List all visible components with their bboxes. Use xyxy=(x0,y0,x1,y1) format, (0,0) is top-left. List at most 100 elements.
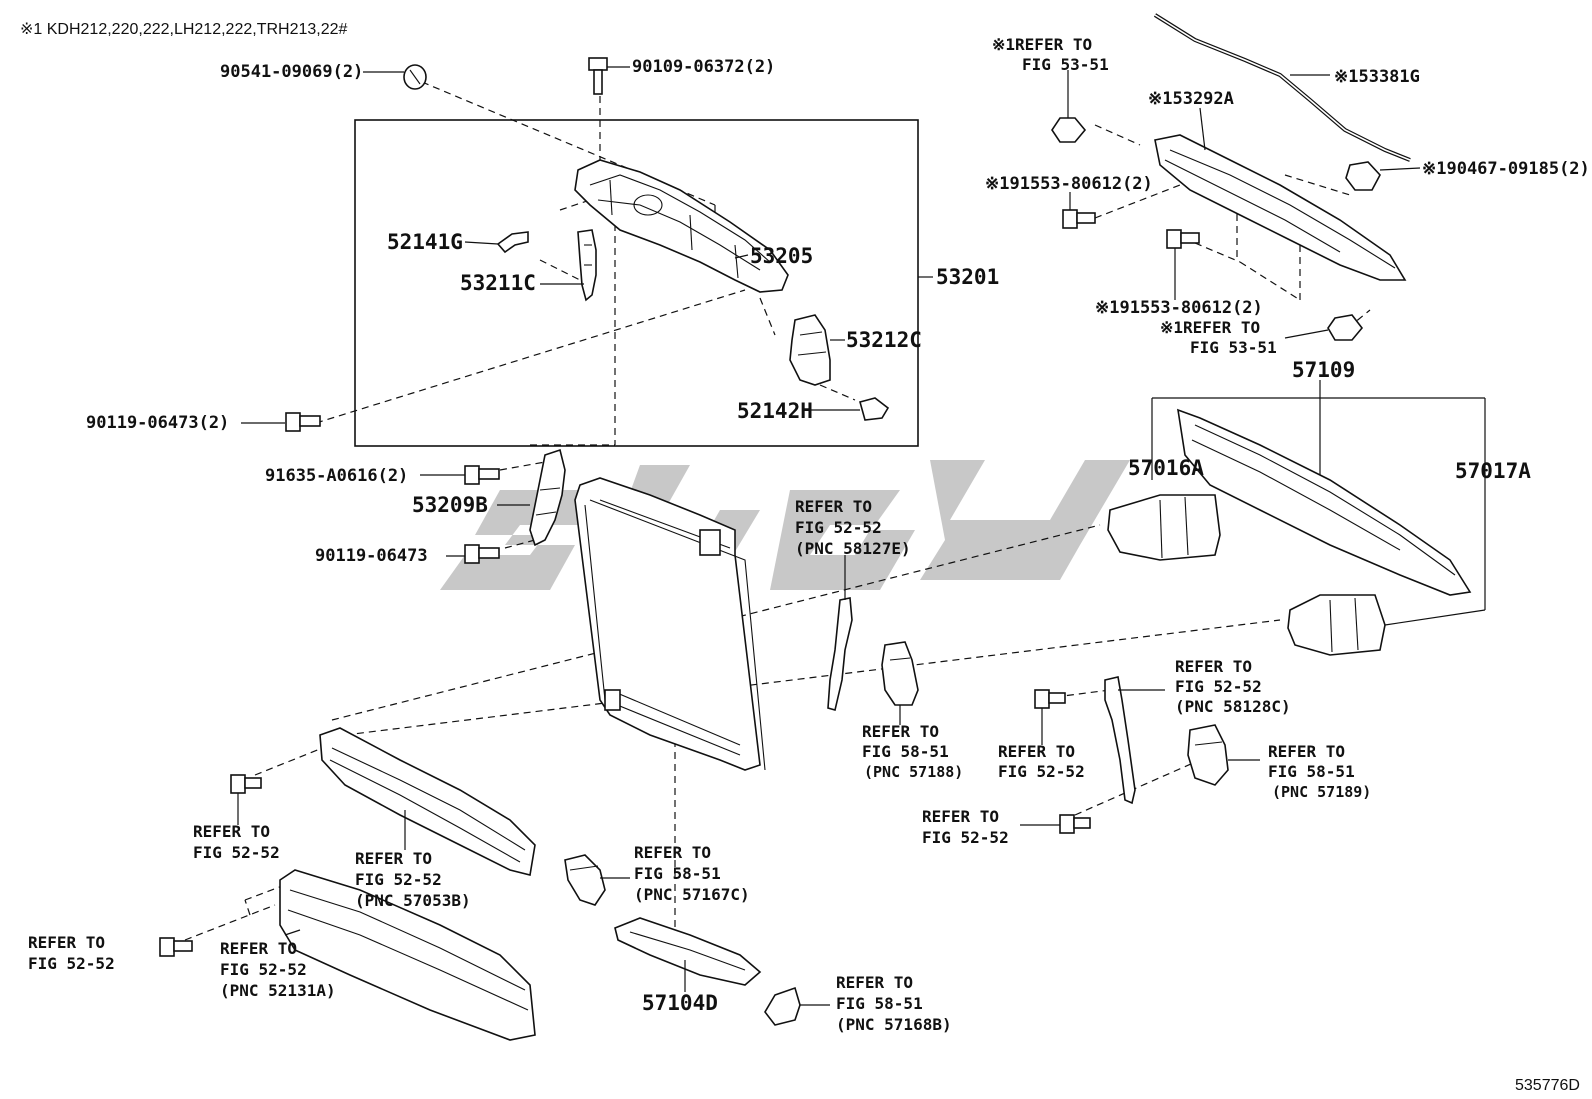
diagram-code: 535776D xyxy=(1515,1077,1580,1094)
refer-r11-line2: FIG 58-51 xyxy=(634,864,721,883)
bolt-90119-b xyxy=(464,544,500,564)
bracket-52141g xyxy=(496,231,529,254)
bolt-91553-b xyxy=(1166,229,1200,249)
refer-r3-line2: FIG 52-52 xyxy=(795,518,882,537)
lower-support-57053b xyxy=(319,727,536,876)
leader-ref-2 xyxy=(1284,329,1329,339)
label-91553-80612-b: ※191553-80612(2) xyxy=(1095,298,1263,318)
refer-r9: REFER TO FIG 52-52 xyxy=(193,822,280,862)
label-53292a: ※153292A xyxy=(1148,89,1234,109)
refer-r3: REFER TO FIG 52-52 (PNC 58127E) xyxy=(795,497,911,558)
bracket-52142h xyxy=(859,397,890,421)
label-90119-06473: 90119-06473 xyxy=(315,546,428,566)
bracket-57167c xyxy=(564,854,606,906)
label-57017a: 57017A xyxy=(1455,459,1531,483)
refer-r4: REFER TO FIG 58-51 (PNC 57188) xyxy=(862,722,963,781)
bolt-90109 xyxy=(588,57,608,95)
label-52141g: 52141G xyxy=(387,230,463,254)
assembly-box-53201 xyxy=(354,119,919,447)
leader-52131a xyxy=(284,929,301,936)
dashed-relation-lines xyxy=(184,81,1371,960)
label-90109-06372: 90109-06372(2) xyxy=(632,57,775,77)
label-52142h: 52142H xyxy=(737,399,813,423)
refer-r1-line1: ※1REFER TO xyxy=(992,35,1092,54)
refer-r12: REFER TO FIG 52-52 xyxy=(28,933,115,973)
refer-r10-line1: REFER TO xyxy=(355,849,432,868)
refer-r14-line1: REFER TO xyxy=(836,973,913,992)
refer-r13-line2: FIG 52-52 xyxy=(220,960,307,979)
refer-r11: REFER TO FIG 58-51 (PNC 57167C) xyxy=(634,843,750,904)
applicability-note: ※1 KDH212,220,222,LH212,222,TRH213,22# xyxy=(20,21,348,38)
refer-r5-line2: FIG 52-52 xyxy=(1175,677,1262,696)
bolt-90541 xyxy=(403,64,427,90)
refer-r7-line1: REFER TO xyxy=(1268,742,1345,761)
label-90467-09185: ※190467-09185(2) xyxy=(1422,159,1590,179)
clip-ref-1 xyxy=(1051,117,1087,143)
refer-r5-line1: REFER TO xyxy=(1175,657,1252,676)
label-53209b: 53209B xyxy=(412,493,488,517)
refer-r3-line1: REFER TO xyxy=(795,497,872,516)
refer-r10: REFER TO FIG 52-52 (PNC 57053B) xyxy=(355,849,471,910)
label-90541-09069: 90541-09069(2) xyxy=(220,62,363,82)
label-57104d: 57104D xyxy=(642,991,718,1015)
label-57016a: 57016A xyxy=(1128,456,1204,480)
refer-r2-line1: ※1REFER TO xyxy=(1160,318,1260,337)
bracket-lines-57109 xyxy=(1151,380,1486,626)
refer-r2: ※1REFER TO FIG 53-51 xyxy=(1160,318,1277,357)
bracket-57189 xyxy=(1187,724,1229,786)
bolt-91635 xyxy=(464,465,500,485)
refer-r1: ※1REFER TO FIG 53-51 xyxy=(992,35,1109,74)
refer-r8-line1: REFER TO xyxy=(922,807,999,826)
refer-r11-line3: (PNC 57167C) xyxy=(634,885,750,904)
label-53211c: 53211C xyxy=(460,271,536,295)
refer-r5-line3: (PNC 58128C) xyxy=(1175,697,1291,716)
bracket-53212c xyxy=(789,314,831,386)
duct-57016a xyxy=(1107,494,1221,561)
refer-r4-line1: REFER TO xyxy=(862,722,939,741)
refer-r6-line2: FIG 52-52 xyxy=(998,762,1085,781)
refer-r7-line3: (PNC 57189) xyxy=(1272,783,1371,801)
bolt-91553-a xyxy=(1062,209,1096,229)
refer-r13-line1: REFER TO xyxy=(220,939,297,958)
bolt-ref-r9 xyxy=(230,774,262,794)
clip-90467 xyxy=(1345,161,1381,191)
refer-r10-line2: FIG 52-52 xyxy=(355,870,442,889)
bracket-58127e xyxy=(827,597,853,712)
radiator-assembly xyxy=(574,477,766,771)
bracket-53211c xyxy=(577,229,597,302)
bracket-57188 xyxy=(881,641,919,706)
bracket-57168b xyxy=(764,986,801,1026)
leader-90467 xyxy=(1379,167,1421,171)
bracket-53209b xyxy=(529,448,566,547)
undercover-57104d xyxy=(614,917,762,986)
refer-r7-line2: FIG 58-51 xyxy=(1268,762,1355,781)
clip-ref-2 xyxy=(1327,314,1364,341)
refer-r9-line1: REFER TO xyxy=(193,822,270,841)
refer-r14-line3: (PNC 57168B) xyxy=(836,1015,952,1034)
upper-support-53205 xyxy=(574,159,789,293)
refer-r1-line2: FIG 53-51 xyxy=(1022,55,1109,74)
refer-r14: REFER TO FIG 58-51 (PNC 57168B) xyxy=(836,973,952,1034)
refer-r12-line2: FIG 52-52 xyxy=(28,954,115,973)
refer-r12-line1: REFER TO xyxy=(28,933,105,952)
label-91553-80612-a: ※191553-80612(2) xyxy=(985,174,1153,194)
reinforcement-57109 xyxy=(1177,408,1472,596)
refer-r14-line2: FIG 58-51 xyxy=(836,994,923,1013)
refer-r9-line2: FIG 52-52 xyxy=(193,843,280,862)
bolt-90119-a xyxy=(285,412,321,432)
refer-r2-line2: FIG 53-51 xyxy=(1190,338,1277,357)
bolt-ref-r12 xyxy=(159,937,193,957)
refer-r4-line3: (PNC 57188) xyxy=(864,763,963,781)
label-53205: 53205 xyxy=(750,244,813,268)
label-57109: 57109 xyxy=(1292,358,1355,382)
refer-r11-line1: REFER TO xyxy=(634,843,711,862)
reinforcement-52131a xyxy=(279,869,536,1041)
label-53212c: 53212C xyxy=(846,328,922,352)
refer-r3-line3: (PNC 58127E) xyxy=(795,539,911,558)
bracket-58128c xyxy=(1104,676,1136,805)
bolt-ref-r6 xyxy=(1034,689,1066,709)
refer-r13-line3: (PNC 52131A) xyxy=(220,981,336,1000)
refer-r6-line1: REFER TO xyxy=(998,742,1075,761)
